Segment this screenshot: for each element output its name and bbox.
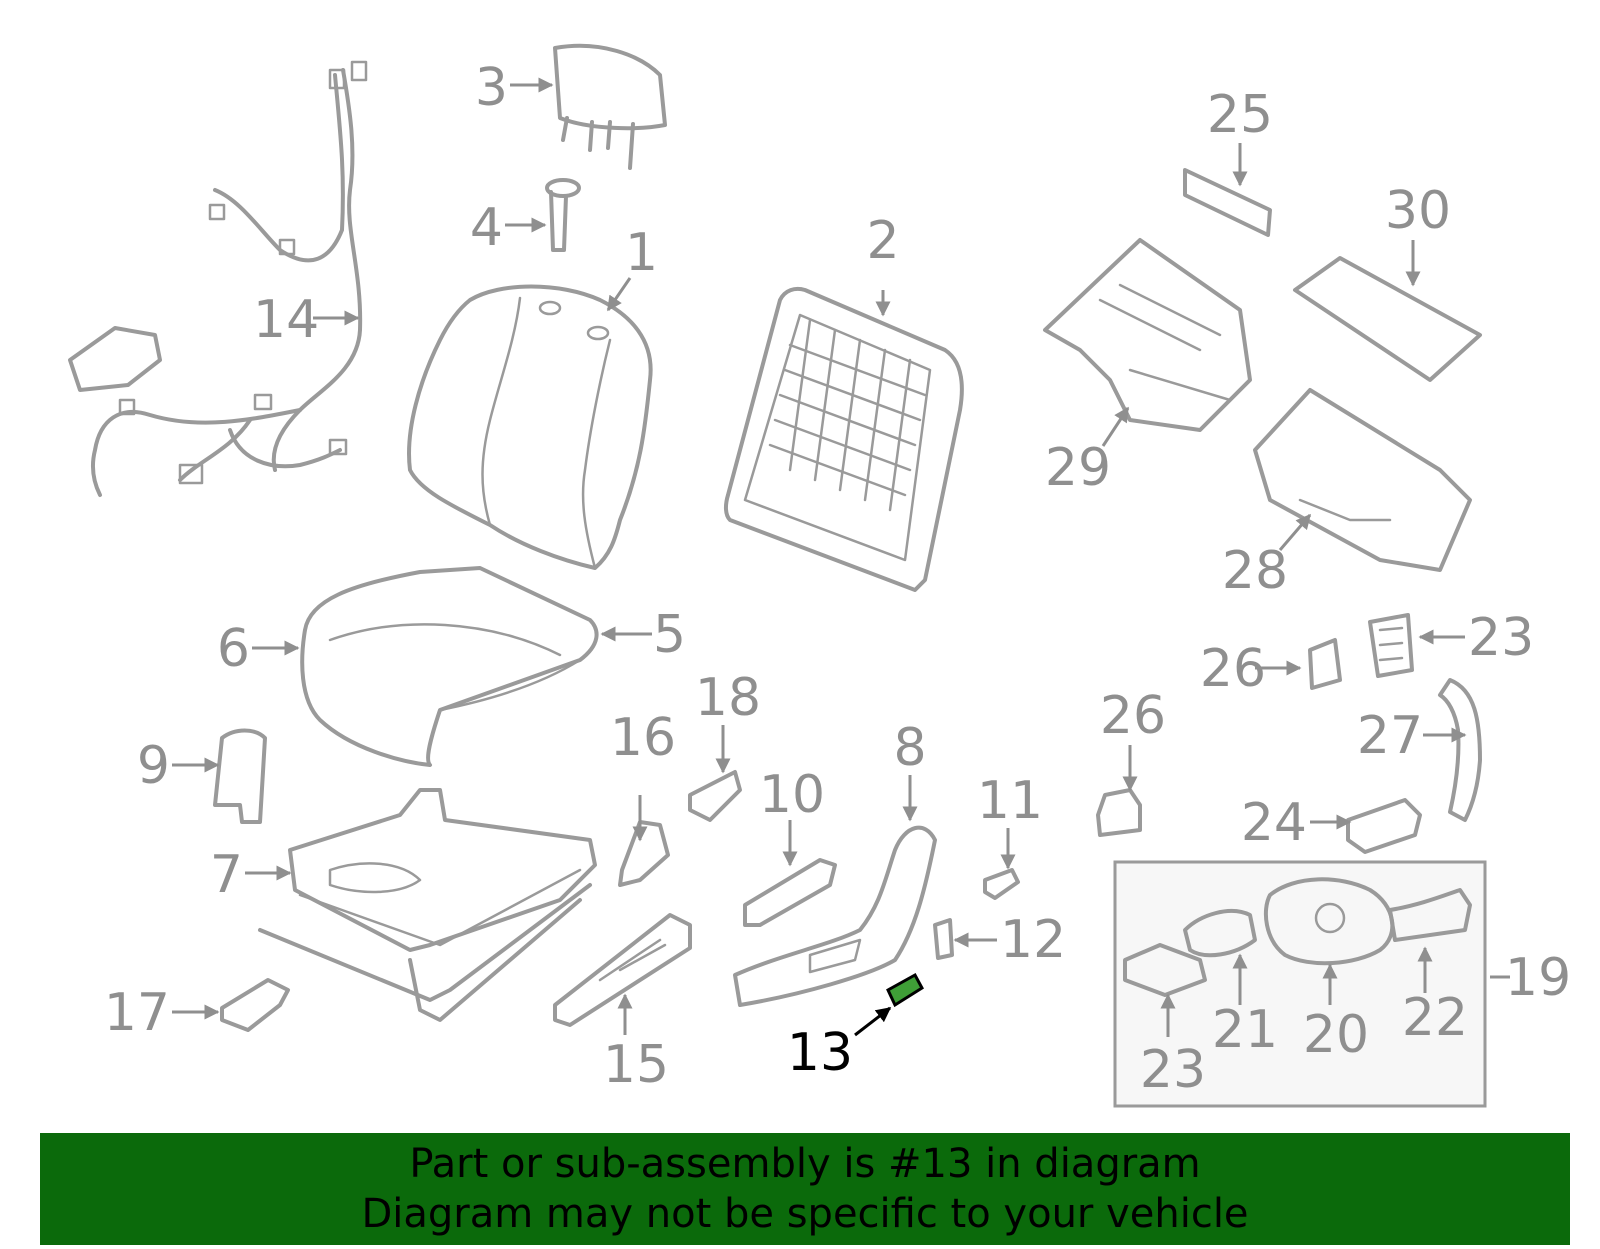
callout-30: 30 bbox=[1385, 181, 1451, 241]
callout-8: 8 bbox=[893, 718, 926, 778]
rail-cover-part bbox=[553, 913, 692, 1027]
clip-26-lower-part bbox=[1096, 788, 1142, 837]
callout-26-upper: 26 bbox=[1200, 639, 1266, 699]
bracket-28-part bbox=[1253, 388, 1472, 572]
duct-part bbox=[1438, 678, 1482, 822]
callout-20: 20 bbox=[1303, 1005, 1369, 1065]
callout-10: 10 bbox=[759, 765, 825, 825]
callout-5: 5 bbox=[653, 605, 686, 665]
callout-21: 21 bbox=[1212, 1000, 1278, 1060]
callout-15: 15 bbox=[603, 1035, 669, 1095]
headrest-part bbox=[553, 43, 667, 170]
seat-back-cover-part bbox=[407, 284, 653, 570]
pad-25-part bbox=[1183, 168, 1272, 237]
cover-24-part bbox=[1346, 798, 1422, 854]
callout-24: 24 bbox=[1241, 793, 1307, 853]
callout-9: 9 bbox=[137, 736, 170, 796]
duct-22-part bbox=[1388, 888, 1472, 942]
callout-6: 6 bbox=[217, 619, 250, 679]
callout-labels: 1 2 3 4 5 6 7 8 9 10 11 12 13 14 15 16 1… bbox=[104, 58, 1571, 1100]
seat-back-frame-part bbox=[723, 286, 964, 592]
seat-cushion-frame-part bbox=[258, 788, 597, 1022]
callout-26-lower: 26 bbox=[1100, 686, 1166, 746]
trim-cover-part bbox=[213, 728, 267, 824]
highlighted-part-13 bbox=[886, 972, 924, 1008]
headrest-guide-part bbox=[545, 178, 581, 252]
callout-13: 13 bbox=[787, 1023, 853, 1083]
callout-7: 7 bbox=[210, 845, 243, 905]
callout-18: 18 bbox=[695, 668, 761, 728]
callout-4: 4 bbox=[470, 198, 503, 258]
switch-bracket-part bbox=[743, 858, 837, 927]
wiring-harness-part bbox=[68, 60, 368, 497]
callout-29: 29 bbox=[1045, 438, 1111, 498]
plate-30-part bbox=[1293, 256, 1482, 382]
callout-27: 27 bbox=[1357, 706, 1423, 766]
info-banner: Part or sub-assembly is #13 in diagram D… bbox=[40, 1133, 1570, 1245]
callout-23-inset: 23 bbox=[1140, 1040, 1206, 1100]
duct-21-part bbox=[1183, 909, 1257, 958]
knob-small-part bbox=[933, 918, 954, 960]
banner-line-1: Part or sub-assembly is #13 in diagram bbox=[409, 1141, 1201, 1187]
clip-26-upper-part bbox=[1308, 638, 1342, 690]
callout-22: 22 bbox=[1402, 988, 1468, 1048]
side-shield-part bbox=[733, 825, 937, 1007]
callout-11: 11 bbox=[977, 771, 1043, 831]
callout-19: 19 bbox=[1505, 948, 1571, 1008]
clip-part bbox=[688, 770, 742, 822]
bracket-29-part bbox=[1043, 238, 1252, 432]
connector-23-upper-part bbox=[1368, 613, 1414, 678]
connector-23-inset-part bbox=[1123, 943, 1207, 997]
inset-box bbox=[1113, 860, 1487, 1108]
callout-1: 1 bbox=[625, 223, 658, 283]
callout-14: 14 bbox=[253, 290, 319, 350]
leader-lines bbox=[172, 77, 1510, 1037]
side-cover-part bbox=[618, 820, 670, 887]
knob-part bbox=[983, 868, 1020, 900]
callout-28: 28 bbox=[1222, 541, 1288, 601]
callout-23-upper: 23 bbox=[1468, 608, 1534, 668]
callout-25: 25 bbox=[1207, 85, 1273, 145]
callout-12: 12 bbox=[1000, 910, 1066, 970]
bracket-part bbox=[220, 978, 290, 1032]
callout-2: 2 bbox=[866, 211, 899, 271]
banner-line-2: Diagram may not be specific to your vehi… bbox=[361, 1191, 1249, 1237]
seat-cushion-cover-part bbox=[300, 566, 599, 767]
blower-20-part bbox=[1263, 877, 1395, 966]
callout-3: 3 bbox=[475, 58, 508, 118]
callout-17: 17 bbox=[104, 983, 170, 1043]
callout-16: 16 bbox=[610, 708, 676, 768]
